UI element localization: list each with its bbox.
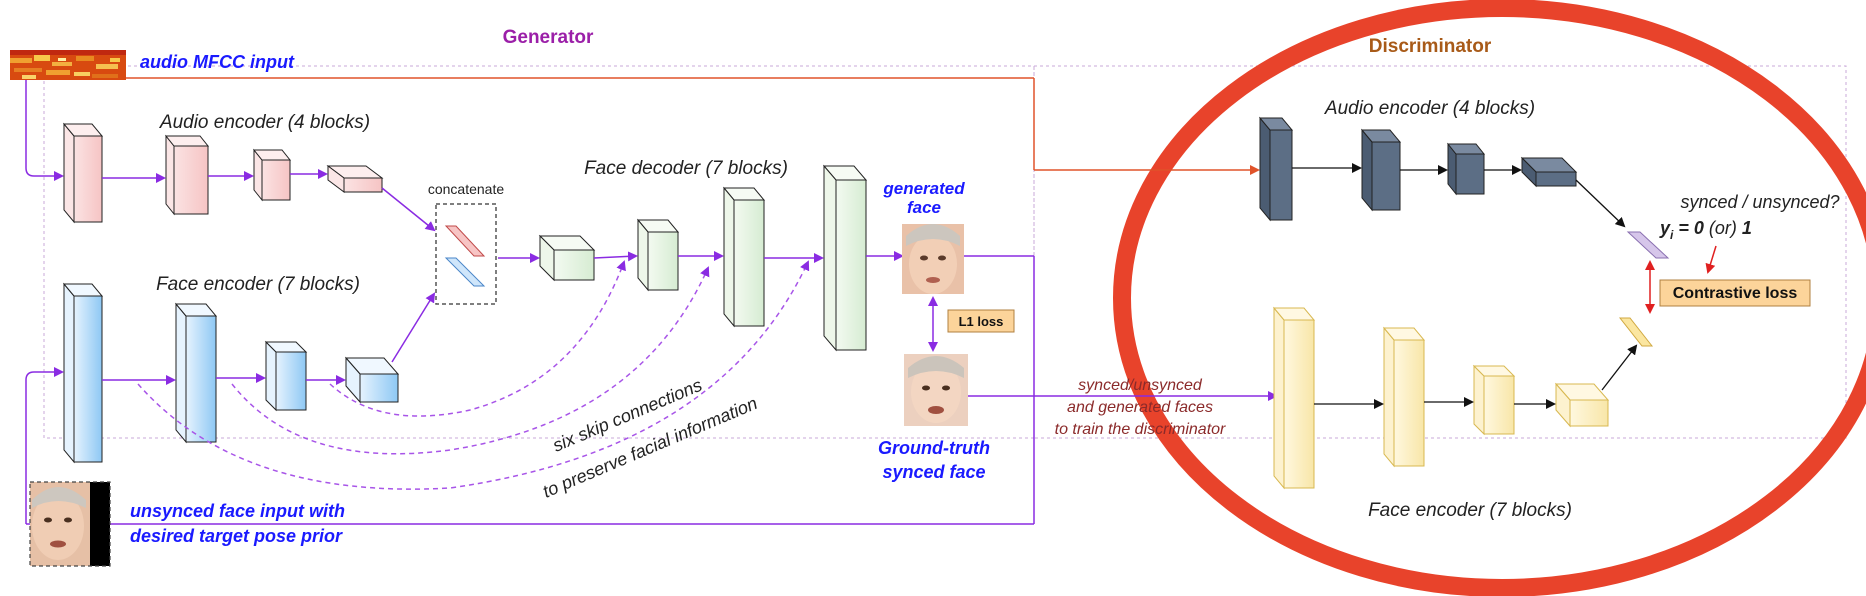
concat-audio-feature — [444, 225, 486, 257]
audio-input-label: audio MFCC input — [140, 52, 295, 72]
unsynced-input-label-1: unsynced face input with — [130, 501, 345, 521]
train-text-line-3: to train the discriminator — [1055, 421, 1226, 438]
disc-audio-to-embedding-arrow — [1575, 179, 1626, 228]
decoder-block-4 — [822, 164, 868, 352]
generated-face-label-1: generated — [882, 179, 965, 198]
discriminator-title: Discriminator — [1369, 36, 1492, 57]
disc-face-block-4 — [1554, 382, 1610, 428]
ground-truth-label-2: synced face — [882, 462, 985, 482]
disc-face-block-3 — [1472, 364, 1516, 436]
gen-face-block-4 — [344, 356, 400, 404]
gen-face-block-1 — [62, 282, 104, 464]
disc-question: synced / unsynced? — [1680, 192, 1839, 212]
formula-y: y — [1659, 218, 1671, 238]
train-text-line-1: synced/unsynced — [1078, 377, 1203, 394]
train-text-line-2: and generated faces — [1067, 399, 1213, 416]
face-decoder-label: Face decoder (7 blocks) — [584, 158, 788, 179]
contrastive-loss-label: Contrastive loss — [1673, 285, 1798, 302]
gen-audio-block-3 — [252, 148, 292, 202]
generated-face-image — [902, 224, 964, 294]
disc-face-to-embedding-arrow — [1601, 344, 1638, 391]
disc-audio-encoder-label: Audio encoder (4 blocks) — [1324, 98, 1535, 119]
audio-mfcc-heatmap — [10, 50, 126, 80]
formula-one: 1 — [1742, 218, 1752, 238]
concatenate-box — [435, 203, 497, 305]
gen-audio-block-1 — [62, 122, 104, 224]
gen-face-to-concat-arrow — [391, 292, 436, 363]
gen-face-block-2 — [174, 302, 218, 444]
gen-audio-block-2 — [164, 134, 210, 216]
formula-arrow — [1705, 245, 1717, 274]
decoder-block-1 — [538, 234, 596, 282]
formula-eq: = 0 — [1673, 218, 1704, 238]
contrastive-loss-box — [1659, 279, 1811, 307]
generator-frame — [43, 65, 1035, 439]
l1-loss-box — [947, 309, 1015, 333]
gen-face-block-3 — [264, 340, 308, 412]
ground-truth-label-1: Ground-truth — [878, 438, 990, 458]
formula-sub: i — [1670, 228, 1674, 242]
l1-loss-label: L1 loss — [959, 314, 1004, 329]
discriminator-highlight-ellipse — [1113, 0, 1866, 596]
gen-audio-block-4 — [326, 165, 384, 193]
ground-truth-face-image — [904, 354, 968, 426]
disc-audio-block-1 — [1258, 116, 1294, 222]
disc-label-formula: yi = 0 (or) 1 — [1659, 218, 1752, 242]
decoder-block-3 — [722, 186, 766, 328]
discriminator-frame — [1033, 65, 1847, 439]
gen-audio-encoder-label: Audio encoder (4 blocks) — [159, 112, 370, 133]
disc-face-block-2 — [1382, 326, 1426, 468]
generator-title: Generator — [503, 27, 594, 48]
decoder-block-2 — [636, 218, 680, 292]
unsynced-to-face-encoder-arrow — [25, 367, 64, 524]
formula-or: (or) — [1704, 218, 1742, 238]
decoder-arrow-1 — [593, 251, 638, 262]
disc-face-block-1 — [1272, 306, 1316, 490]
skip-connections — [137, 260, 810, 490]
audio-input-to-encoder-arrow — [25, 80, 64, 181]
disc-face-encoder-label: Face encoder (7 blocks) — [1368, 500, 1572, 521]
disc-audio-block-3 — [1446, 142, 1486, 196]
disc-audio-embedding — [1626, 231, 1670, 259]
gen-face-encoder-label: Face encoder (7 blocks) — [156, 274, 360, 295]
unsynced-input-label-2: desired target pose prior — [130, 526, 343, 546]
disc-audio-block-2 — [1360, 128, 1402, 212]
disc-audio-block-4 — [1520, 156, 1578, 188]
disc-face-embedding — [1618, 317, 1654, 347]
concat-face-feature — [444, 257, 486, 287]
unsynced-face-image — [29, 481, 111, 567]
concatenate-label: concatenate — [428, 181, 504, 197]
generated-face-label-2: face — [907, 198, 941, 217]
gen-audio-to-concat-arrow — [381, 187, 436, 232]
